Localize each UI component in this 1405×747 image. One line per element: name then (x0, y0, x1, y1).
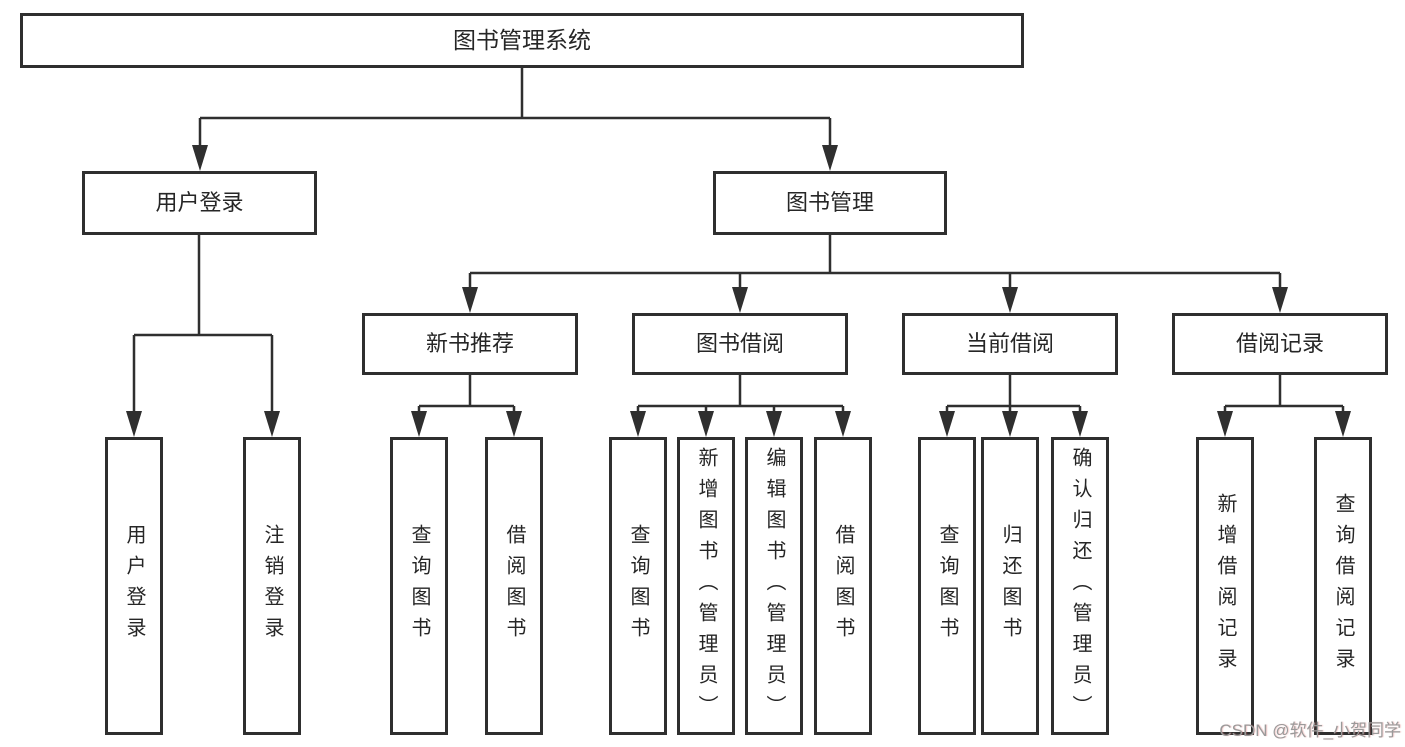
node-leaf-query-book-1: 查询图书 (390, 437, 448, 735)
node-leaf-query-book-3: 查询图书 (918, 437, 976, 735)
node-leaf-query-borrow-record-label: 查询借阅记录 (1332, 493, 1354, 679)
node-leaf-query-book-2: 查询图书 (609, 437, 667, 735)
node-book-management-label: 图书管理 (785, 190, 874, 216)
node-leaf-query-book-2-label: 查询图书 (627, 524, 649, 648)
node-leaf-add-book-admin-label: 新增图书（管理员） (695, 446, 717, 726)
node-leaf-logout-label: 注销登录 (261, 524, 283, 648)
node-current-borrow: 当前借阅 (902, 313, 1118, 375)
node-borrow-records: 借阅记录 (1172, 313, 1388, 375)
node-root-system: 图书管理系统 (20, 13, 1024, 68)
node-leaf-user-login: 用户登录 (105, 437, 163, 735)
node-leaf-add-borrow-record: 新增借阅记录 (1196, 437, 1254, 735)
node-leaf-borrow-book-1: 借阅图书 (485, 437, 543, 735)
node-leaf-borrow-book-2: 借阅图书 (814, 437, 872, 735)
node-book-management-module: 图书管理 (713, 171, 947, 235)
node-borrow-records-label: 借阅记录 (1235, 331, 1324, 357)
csdn-watermark: CSDN @软件_小贺同学 (1219, 721, 1401, 740)
node-leaf-query-borrow-record: 查询借阅记录 (1314, 437, 1372, 735)
node-leaf-return-book-label: 归还图书 (999, 524, 1021, 648)
node-leaf-confirm-return-admin-label: 确认归还（管理员） (1069, 446, 1091, 726)
node-user-login-label: 用户登录 (155, 190, 244, 216)
node-root-label: 图书管理系统 (453, 27, 591, 54)
node-user-login-module: 用户登录 (82, 171, 317, 235)
node-leaf-add-borrow-record-label: 新增借阅记录 (1214, 493, 1236, 679)
node-leaf-confirm-return-admin: 确认归还（管理员） (1051, 437, 1109, 735)
node-current-borrow-label: 当前借阅 (965, 331, 1054, 357)
node-new-book-recommend-label: 新书推荐 (425, 331, 514, 357)
node-book-borrow: 图书借阅 (632, 313, 848, 375)
node-leaf-edit-book-admin: 编辑图书（管理员） (745, 437, 803, 735)
node-book-borrow-label: 图书借阅 (695, 331, 784, 357)
node-leaf-edit-book-admin-label: 编辑图书（管理员） (763, 446, 785, 726)
node-leaf-borrow-book-1-label: 借阅图书 (503, 524, 525, 648)
node-leaf-add-book-admin: 新增图书（管理员） (677, 437, 735, 735)
node-leaf-query-book-3-label: 查询图书 (936, 524, 958, 648)
node-leaf-query-book-1-label: 查询图书 (408, 524, 430, 648)
node-leaf-return-book: 归还图书 (981, 437, 1039, 735)
node-leaf-user-login-label: 用户登录 (123, 524, 145, 648)
node-leaf-logout: 注销登录 (243, 437, 301, 735)
node-leaf-borrow-book-2-label: 借阅图书 (832, 524, 854, 648)
node-new-book-recommend: 新书推荐 (362, 313, 578, 375)
